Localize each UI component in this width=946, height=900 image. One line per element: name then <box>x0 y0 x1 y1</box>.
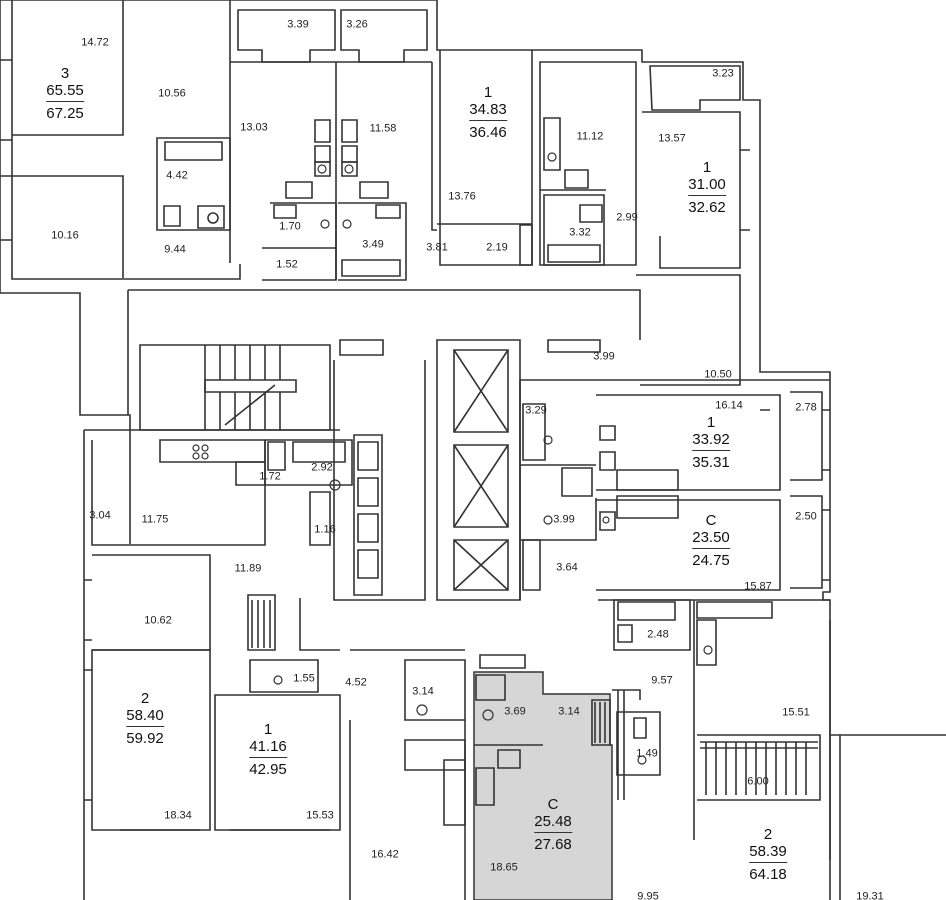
apartment-rooms: 1 <box>483 84 493 101</box>
apartment-rooms: 1 <box>263 721 273 738</box>
apartment-total-area: 59.92 <box>126 726 164 747</box>
room-area-label: 1.70 <box>279 220 301 233</box>
room-area-label: 3.99 <box>593 350 615 363</box>
room-area-label: 10.50 <box>704 368 732 381</box>
apartment-rooms: 2 <box>140 690 150 707</box>
room-area-label: 1.16 <box>314 523 336 536</box>
apartment-living-area: 34.83 <box>469 101 507 118</box>
room-area-label: 13.76 <box>448 190 476 203</box>
room-area-label: 18.34 <box>164 809 192 822</box>
room-area-label: 11.89 <box>234 562 262 575</box>
room-area-label: 3.69 <box>504 705 526 718</box>
room-area-label: 3.81 <box>426 241 448 254</box>
room-area-label: 10.16 <box>51 229 79 242</box>
apartment-living-area: 31.00 <box>688 176 726 193</box>
room-area-label: 16.14 <box>715 399 743 412</box>
room-area-label: 10.56 <box>158 87 186 100</box>
room-area-label: 15.87 <box>744 580 772 593</box>
apartment-rooms: 1 <box>706 414 716 431</box>
room-area-label: 2.99 <box>616 211 638 224</box>
room-area-label: 2.19 <box>486 241 508 254</box>
apartment-total-area: 24.75 <box>692 548 730 569</box>
room-area-label: 3.14 <box>558 705 580 718</box>
room-area-label: 14.72 <box>81 36 109 49</box>
apartment-total-area: 36.46 <box>469 120 507 141</box>
room-area-label: 1.49 <box>636 747 658 760</box>
room-area-label: 13.57 <box>658 132 686 145</box>
room-area-label: 9.44 <box>164 243 186 256</box>
room-area-label: 3.49 <box>362 238 384 251</box>
apartment-total-area: 32.62 <box>688 195 726 216</box>
room-area-label: 2.78 <box>795 401 817 414</box>
apartment-living-area: 23.50 <box>692 529 730 546</box>
apartment-living-area: 33.92 <box>692 431 730 448</box>
apartment-total-area: 27.68 <box>534 832 572 853</box>
room-area-label: 3.64 <box>556 561 578 574</box>
room-area-label: 18.65 <box>490 861 518 874</box>
room-area-label: 11.12 <box>576 130 604 143</box>
room-area-label: 9.95 <box>637 890 659 900</box>
room-area-label: 6.00 <box>747 775 769 788</box>
room-area-label: 3.04 <box>89 509 111 522</box>
room-area-label: 9.57 <box>651 674 673 687</box>
room-area-label: 1.55 <box>293 672 315 685</box>
apartment-living-area: 65.55 <box>46 82 84 99</box>
room-area-label: 19.31 <box>856 890 884 900</box>
apartment-rooms: С <box>705 512 717 529</box>
room-area-label: 2.50 <box>795 510 817 523</box>
apartment-rooms: 1 <box>702 159 712 176</box>
room-area-label: 4.52 <box>345 676 367 689</box>
apartment-rooms: 3 <box>60 65 70 82</box>
apartment-rooms: 2 <box>763 826 773 843</box>
room-area-label: 11.75 <box>141 513 169 526</box>
apartment-living-area: 58.40 <box>126 707 164 724</box>
apartment-rooms: С <box>547 796 559 813</box>
apartment-living-area: 25.48 <box>534 813 572 830</box>
apartment-total-area: 64.18 <box>749 862 787 883</box>
room-area-label: 1.72 <box>259 470 281 483</box>
apartment-living-area: 41.16 <box>249 738 287 755</box>
room-area-label: 3.39 <box>287 18 309 31</box>
room-area-label: 15.53 <box>306 809 334 822</box>
room-area-label: 3.26 <box>346 18 368 31</box>
apartment-total-area: 42.95 <box>249 757 287 778</box>
room-area-label: 3.99 <box>553 513 575 526</box>
room-area-label: 4.42 <box>166 169 188 182</box>
room-area-label: 3.29 <box>525 404 547 417</box>
room-area-label: 2.92 <box>311 461 333 474</box>
room-area-label: 3.14 <box>412 685 434 698</box>
room-area-label: 16.42 <box>371 848 399 861</box>
apartment-total-area: 35.31 <box>692 450 730 471</box>
apartment-total-area: 67.25 <box>46 101 84 122</box>
room-area-label: 13.03 <box>240 121 268 134</box>
room-area-label: 10.62 <box>144 614 172 627</box>
room-area-label: 1.52 <box>276 258 298 271</box>
room-area-label: 11.58 <box>369 122 397 135</box>
room-area-label: 2.48 <box>647 628 669 641</box>
room-area-label: 3.23 <box>712 67 734 80</box>
fixture-details <box>192 152 713 765</box>
room-area-label: 15.51 <box>782 706 810 719</box>
apartment-living-area: 58.39 <box>749 843 787 860</box>
room-area-label: 3.32 <box>569 226 591 239</box>
